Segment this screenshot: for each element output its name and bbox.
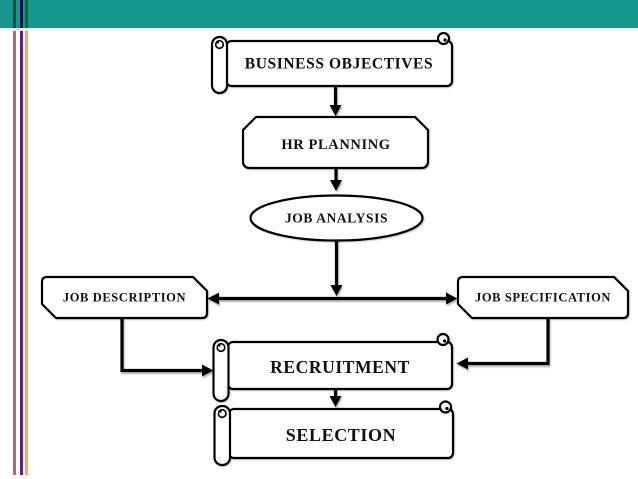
arrowhead-right-icon xyxy=(446,292,458,305)
arrowhead-down-icon xyxy=(329,105,342,116)
arrow-hr-planning-to-job-analysis xyxy=(330,168,342,191)
node-job-description: JOB DESCRIPTION xyxy=(40,275,209,320)
elbow-arrow-job-description-to-recruitment xyxy=(120,318,214,377)
arrow-junction-left-right xyxy=(207,292,458,305)
node-label-job-analysis: JOB ANALYSIS xyxy=(285,211,388,226)
node-label-business-objectives: BUSINESS OBJECTIVES xyxy=(245,56,433,73)
arrowhead-right-icon xyxy=(202,364,214,377)
scroll-roll-icon xyxy=(210,35,229,95)
accent-stripe-gold xyxy=(24,0,28,475)
scroll-roll-icon xyxy=(213,404,232,467)
scroll-curl-icon xyxy=(436,332,450,347)
scroll-curl-icon xyxy=(438,400,453,414)
node-label-job-description: JOB DESCRIPTION xyxy=(63,291,186,305)
node-hr-planning: HR PLANNING xyxy=(241,115,430,170)
scroll-roll-icon xyxy=(212,338,230,403)
node-label-hr-planning: HR PLANNING xyxy=(281,137,390,153)
scroll-curl-icon xyxy=(436,31,451,46)
arrowhead-down-icon xyxy=(330,180,342,191)
node-selection: SELECTION xyxy=(213,400,455,467)
slide-top-bar xyxy=(0,0,638,28)
node-business-objectives: BUSINESS OBJECTIVES xyxy=(210,31,454,95)
node-label-selection: SELECTION xyxy=(286,425,396,445)
node-job-analysis: JOB ANALYSIS xyxy=(249,194,424,242)
node-label-recruitment: RECRUITMENT xyxy=(270,357,410,377)
node-job-specification: JOB SPECIFICATION xyxy=(456,275,630,320)
arrowhead-left-icon xyxy=(207,292,219,305)
arrow-business-objectives-to-hr-planning xyxy=(329,86,342,116)
connector-layer xyxy=(120,86,550,407)
arrowhead-down-icon xyxy=(329,396,342,407)
arrow-recruitment-to-selection xyxy=(329,389,342,407)
accent-stripe-purple xyxy=(19,0,23,475)
arrowhead-left-icon xyxy=(456,357,468,370)
shapes-layer: BUSINESS OBJECTIVES HR PLANNING JOB ANAL… xyxy=(40,31,630,467)
arrowhead-down-icon xyxy=(330,285,343,296)
slide-top-bar-underline xyxy=(0,28,638,31)
node-recruitment: RECRUITMENT xyxy=(212,332,454,403)
arrow-job-analysis-to-junction xyxy=(330,240,343,296)
node-label-job-specification: JOB SPECIFICATION xyxy=(475,291,611,305)
accent-stripe-rose xyxy=(13,0,17,475)
elbow-arrow-job-specification-to-recruitment xyxy=(456,318,550,370)
